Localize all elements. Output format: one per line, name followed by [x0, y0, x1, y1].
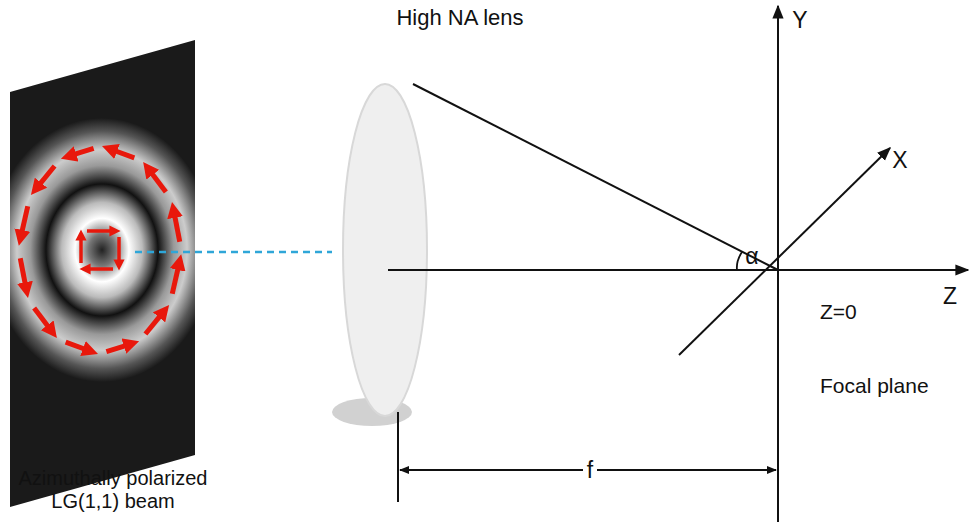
beam-profile [0, 30, 214, 520]
plane-label: Focal plane [820, 374, 929, 398]
z-axis [388, 269, 968, 271]
polarization-arrow [85, 267, 113, 271]
focal-length: f [583, 457, 597, 483]
y-axis [777, 6, 779, 522]
polarization-arrow [109, 149, 134, 158]
x-axis [679, 148, 890, 355]
polarization-arrow [148, 168, 166, 192]
angle-label: α [745, 243, 758, 269]
polarization-arrow [36, 166, 55, 189]
polarization-arrow [172, 262, 179, 294]
lens-label: High NA lens [396, 5, 523, 30]
polarization-arrow [145, 311, 164, 334]
optical-axis-dashed [135, 251, 332, 254]
polarization-arrow [20, 258, 26, 290]
axis-label: Y [792, 7, 807, 33]
marginal-ray [413, 84, 778, 270]
lens [343, 84, 427, 416]
polarization-arrow [21, 206, 28, 238]
dimension-tick [397, 412, 399, 502]
polarization-arrow [34, 308, 52, 332]
axis-label: Z [943, 283, 957, 309]
angle-arc [737, 252, 742, 270]
polarization-arrow [174, 210, 180, 242]
polarization-arrows [20, 148, 179, 351]
polarization-arrow [106, 344, 131, 352]
polarization-arrow [66, 342, 91, 351]
dimension-tick [777, 412, 779, 502]
polarization-arrow [117, 237, 121, 265]
plane-position: Z=0 [820, 300, 857, 324]
polarization-arrow [79, 235, 83, 263]
polarization-arrow [87, 229, 115, 233]
beam-label: Azimuthally polarized LG(1,1) beam [3, 467, 223, 513]
axis-label: X [892, 147, 907, 173]
polarization-arrow [69, 148, 94, 156]
